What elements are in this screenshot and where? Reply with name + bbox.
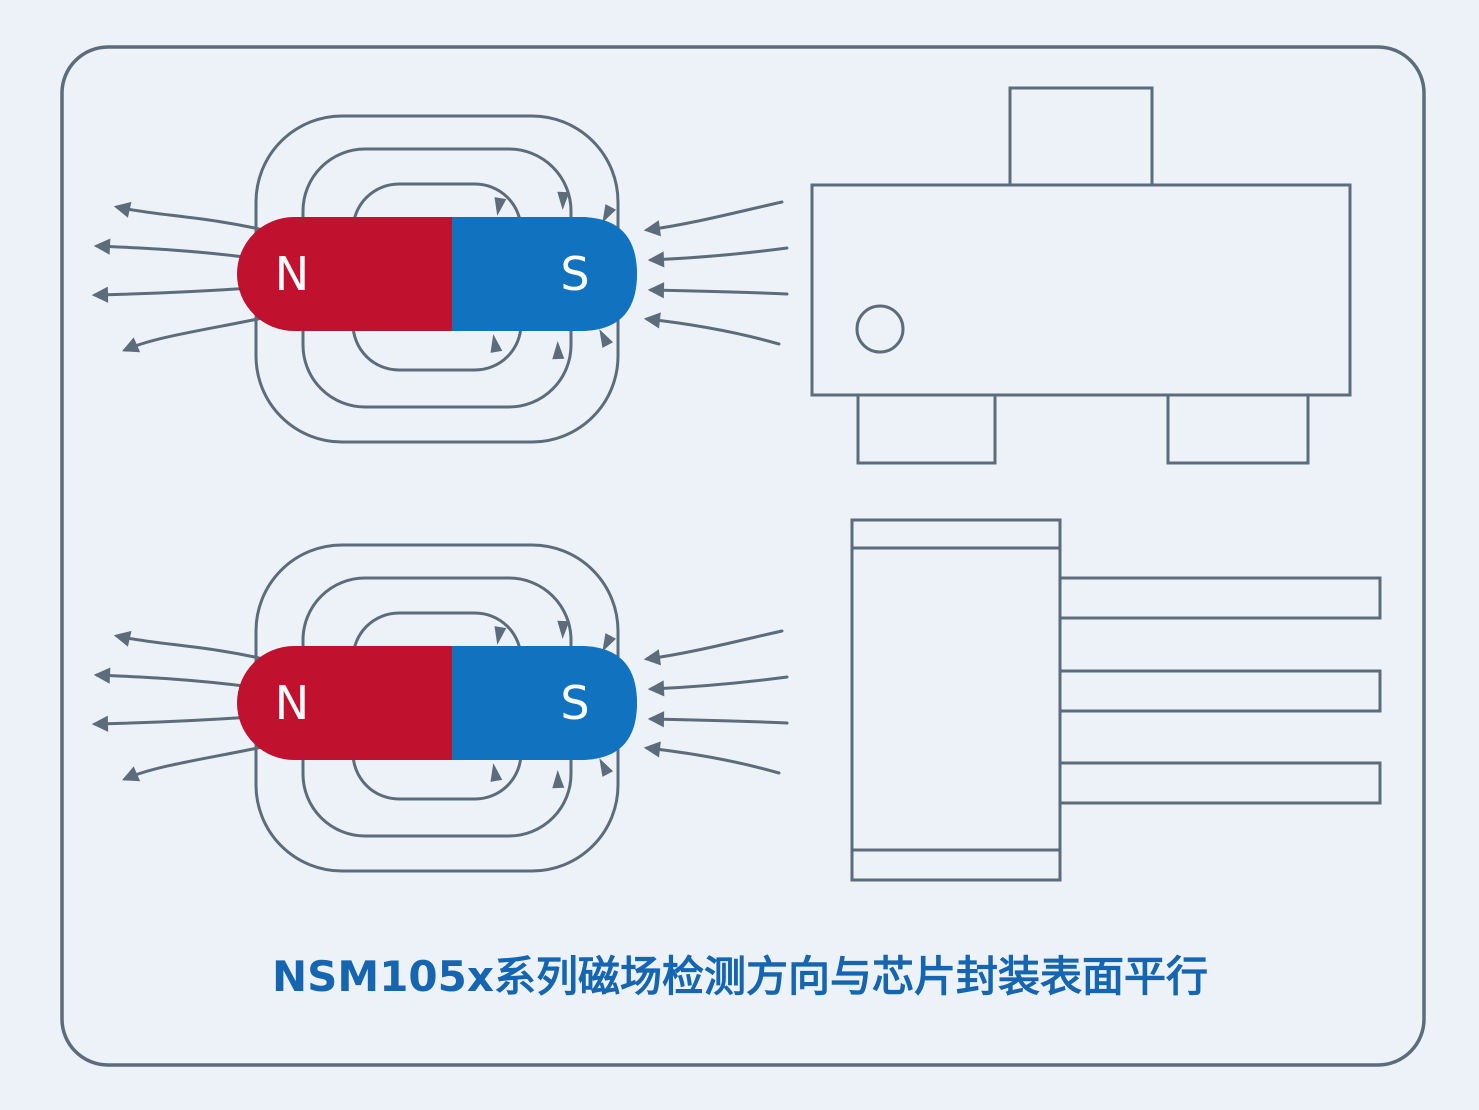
chip-package-top-view xyxy=(810,86,1352,465)
pin1-marker-circle xyxy=(855,304,905,354)
diagram-frame xyxy=(60,45,1426,1067)
package-side-lead-1 xyxy=(1060,576,1382,620)
package-side-lead-3 xyxy=(1060,761,1382,805)
package-top-lead xyxy=(1008,86,1154,185)
package-bottom-lead-left xyxy=(856,395,997,465)
caption: NSM105x系列磁场检测方向与芯片封装表面平行 xyxy=(272,952,1208,1001)
package-side-lead-2 xyxy=(1060,669,1382,713)
package-body xyxy=(810,183,1352,397)
package-side-body xyxy=(850,518,1062,882)
chip-package-side-view xyxy=(850,518,1382,882)
frame-group xyxy=(60,45,1426,1067)
package-bottom-lead-right xyxy=(1166,395,1310,465)
